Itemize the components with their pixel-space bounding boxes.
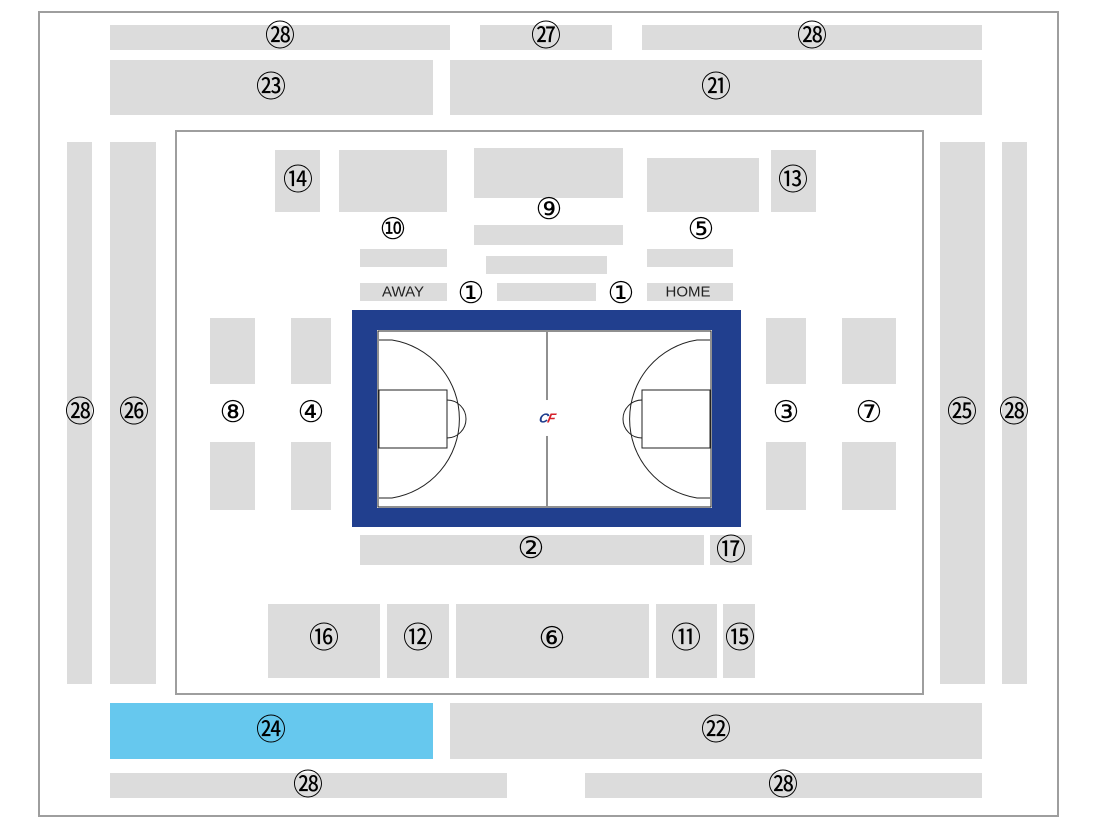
area-13-block[interactable] bbox=[771, 150, 816, 212]
area-number-21: ㉑ bbox=[701, 70, 731, 105]
area-number-10: ⑩ bbox=[379, 212, 407, 247]
area-number-23: ㉓ bbox=[256, 70, 286, 105]
area-number-13: ⑬ bbox=[778, 163, 808, 198]
area-6-block[interactable] bbox=[456, 604, 649, 678]
area-2-block[interactable] bbox=[360, 535, 704, 565]
area-21-block[interactable] bbox=[450, 60, 982, 115]
area-number-12: ⑫ bbox=[403, 621, 433, 656]
area-24-block-selected[interactable] bbox=[110, 703, 433, 759]
area-number-26: ㉖ bbox=[119, 395, 149, 430]
league-logo-icon: CF bbox=[529, 400, 565, 436]
area-number-8: ⑧ bbox=[219, 395, 247, 430]
area-28-bottom-left[interactable] bbox=[110, 773, 507, 798]
area-25-column[interactable] bbox=[940, 142, 985, 684]
table-center-lower[interactable] bbox=[497, 283, 596, 301]
area-number-28-top-left: ㉘ bbox=[265, 19, 295, 54]
area-11-block[interactable] bbox=[656, 604, 717, 678]
area-10-upper-block[interactable] bbox=[339, 150, 447, 212]
area-number-25: ㉕ bbox=[947, 395, 977, 430]
area-4-lower-block[interactable] bbox=[291, 442, 331, 510]
bench-home-block[interactable] bbox=[647, 283, 733, 301]
area-number-15: ⑮ bbox=[725, 621, 755, 656]
area-number-28-left: ㉘ bbox=[65, 395, 95, 430]
area-17-block[interactable] bbox=[710, 535, 752, 565]
area-22-block[interactable] bbox=[450, 703, 982, 759]
area-3-lower-block[interactable] bbox=[766, 442, 806, 510]
area-28-left-column[interactable] bbox=[67, 142, 92, 684]
area-number-27: ㉗ bbox=[531, 19, 561, 54]
area-27-top-center[interactable] bbox=[480, 25, 612, 50]
area-7-upper-block[interactable] bbox=[842, 318, 896, 384]
area-number-3: ③ bbox=[772, 395, 800, 430]
area-number-9: ⑨ bbox=[535, 192, 563, 227]
area-26-column[interactable] bbox=[110, 142, 156, 684]
area-23-block[interactable] bbox=[110, 60, 433, 115]
table-center-upper[interactable] bbox=[486, 256, 607, 274]
area-number-24: ㉔ bbox=[256, 713, 286, 748]
area-number-28-bottom-left: ㉘ bbox=[293, 768, 323, 803]
area-number-1-left: ① bbox=[457, 276, 485, 311]
area-8-upper-block[interactable] bbox=[210, 318, 255, 384]
area-number-11: ⑪ bbox=[671, 621, 701, 656]
area-14-block[interactable] bbox=[275, 150, 320, 212]
area-number-2: ② bbox=[517, 531, 545, 566]
area-4-upper-block[interactable] bbox=[291, 318, 331, 384]
area-10-lower-block[interactable] bbox=[360, 249, 447, 267]
area-number-22: ㉒ bbox=[701, 713, 731, 748]
area-15-block[interactable] bbox=[723, 604, 755, 678]
area-5-upper-block[interactable] bbox=[647, 158, 759, 212]
away-label: AWAY bbox=[382, 283, 424, 301]
home-label: HOME bbox=[665, 283, 711, 301]
area-28-top-left[interactable] bbox=[110, 25, 450, 50]
area-3-upper-block[interactable] bbox=[766, 318, 806, 384]
area-8-lower-block[interactable] bbox=[210, 442, 255, 510]
area-9-lower-block[interactable] bbox=[474, 225, 623, 245]
area-5-lower-block[interactable] bbox=[647, 249, 733, 267]
area-28-bottom-right[interactable] bbox=[585, 773, 982, 798]
area-28-right-column[interactable] bbox=[1002, 142, 1027, 684]
area-7-lower-block[interactable] bbox=[842, 442, 896, 510]
area-number-4: ④ bbox=[297, 395, 325, 430]
area-28-top-right[interactable] bbox=[642, 25, 982, 50]
floor-inner-frame bbox=[175, 130, 924, 695]
area-12-block[interactable] bbox=[387, 604, 449, 678]
venue-outer-frame bbox=[38, 11, 1059, 817]
area-number-28-bottom-right: ㉘ bbox=[768, 768, 798, 803]
area-number-14: ⑭ bbox=[283, 163, 313, 198]
area-number-6: ⑥ bbox=[538, 621, 566, 656]
area-number-1-right: ① bbox=[607, 276, 635, 311]
area-number-5: ⑤ bbox=[687, 212, 715, 247]
area-number-17: ⑰ bbox=[716, 533, 746, 568]
bench-away-block[interactable] bbox=[360, 283, 447, 301]
area-number-16: ⑯ bbox=[309, 621, 339, 656]
area-number-7: ⑦ bbox=[855, 395, 883, 430]
area-number-28-right: ㉘ bbox=[999, 395, 1029, 430]
area-9-upper-block[interactable] bbox=[474, 148, 623, 198]
area-number-28-top-right: ㉘ bbox=[797, 19, 827, 54]
area-16-block[interactable] bbox=[268, 604, 380, 678]
